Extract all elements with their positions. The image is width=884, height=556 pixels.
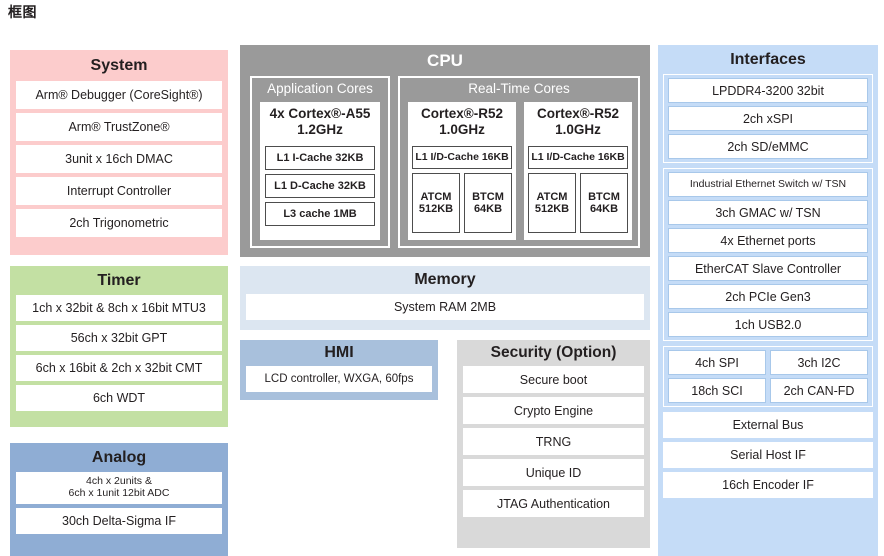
timer-item-mtu3[interactable]: 1ch x 32bit & 8ch x 16bit MTU3 <box>16 295 222 321</box>
interfaces-item-external-bus[interactable]: External Bus <box>663 412 873 438</box>
r52-2-atcm-line2: 512KB <box>534 203 570 215</box>
interfaces-item-spi[interactable]: 4ch SPI <box>668 350 766 375</box>
cpu-panel-title: CPU <box>427 51 463 70</box>
interfaces-group-network: Industrial Ethernet Switch w/ TSN 3ch GM… <box>663 168 873 341</box>
analog-adc-line2: 6ch x 1unit 12bit ADC <box>68 487 170 499</box>
memory-panel: Memory System RAM 2MB <box>240 266 650 330</box>
realtime-cores-group: Real-Time Cores Cortex®-R52 1.0GHz L1 I/… <box>398 76 640 248</box>
cortex-r52-core-box-2[interactable]: Cortex®-R52 1.0GHz L1 I/D-Cache 16KB ATC… <box>524 102 632 240</box>
timer-panel-title: Timer <box>97 272 141 289</box>
application-cores-title: Application Cores <box>267 81 373 96</box>
security-item-unique-id[interactable]: Unique ID <box>463 459 644 486</box>
system-item-trigonometric[interactable]: 2ch Trigonometric <box>16 209 222 237</box>
interfaces-serial-row-2: 18ch SCI 2ch CAN-FD <box>668 378 868 403</box>
cortex-r52-name-2: Cortex®-R52 1.0GHz <box>524 102 632 139</box>
timer-item-gpt[interactable]: 56ch x 32bit GPT <box>16 325 222 351</box>
security-item-trng[interactable]: TRNG <box>463 428 644 455</box>
r52-1-atcm-line2: 512KB <box>418 203 454 215</box>
cortex-a55-core-box[interactable]: 4x Cortex®-A55 1.2GHz L1 I-Cache 32KB L1… <box>260 102 380 240</box>
r52-1-atcm-line1: ATCM <box>420 190 452 203</box>
r52-2-btcm[interactable]: BTCM 64KB <box>580 173 628 233</box>
interfaces-panel-title: Interfaces <box>730 51 806 68</box>
system-panel-title: System <box>90 57 148 74</box>
interfaces-serial-row-1: 4ch SPI 3ch I2C <box>668 350 868 375</box>
interfaces-item-encoder-if[interactable]: 16ch Encoder IF <box>663 472 873 498</box>
r52-1-atcm[interactable]: ATCM 512KB <box>412 173 460 233</box>
interfaces-group-bus: External Bus Serial Host IF 16ch Encoder… <box>663 412 873 498</box>
interfaces-item-pcie[interactable]: 2ch PCIe Gen3 <box>668 284 868 309</box>
hmi-item-lcd-controller[interactable]: LCD controller, WXGA, 60fps <box>246 366 432 392</box>
r52-2-btcm-line2: 64KB <box>589 203 619 215</box>
cpu-panel: CPU Application Cores 4x Cortex®-A55 1.2… <box>240 45 650 257</box>
r52-2-atcm[interactable]: ATCM 512KB <box>528 173 576 233</box>
cortex-r52-name-1-line1: Cortex®-R52 <box>421 106 503 121</box>
system-panel: System Arm® Debugger (CoreSight®) Arm® T… <box>10 50 228 255</box>
a55-l1-dcache[interactable]: L1 D-Cache 32KB <box>265 174 375 198</box>
system-item-dmac[interactable]: 3unit x 16ch DMAC <box>16 145 222 173</box>
r52-1-btcm-line1: BTCM <box>472 190 504 203</box>
cortex-r52-name-1: Cortex®-R52 1.0GHz <box>408 102 516 139</box>
system-item-interrupt-controller[interactable]: Interrupt Controller <box>16 177 222 205</box>
interfaces-item-sci[interactable]: 18ch SCI <box>668 378 766 403</box>
interfaces-item-ethercat-slave-controller[interactable]: EtherCAT Slave Controller <box>668 256 868 281</box>
cortex-a55-name-line2: 1.2GHz <box>297 121 343 137</box>
analog-item-delta-sigma[interactable]: 30ch Delta-Sigma IF <box>16 508 222 534</box>
interfaces-item-xspi[interactable]: 2ch xSPI <box>668 106 868 131</box>
interfaces-item-usb[interactable]: 1ch USB2.0 <box>668 312 868 337</box>
hmi-panel-title: HMI <box>324 344 354 361</box>
interfaces-item-industrial-ethernet-switch[interactable]: Industrial Ethernet Switch w/ TSN <box>668 172 868 197</box>
r52-1-btcm[interactable]: BTCM 64KB <box>464 173 512 233</box>
interfaces-item-i2c[interactable]: 3ch I2C <box>770 350 868 375</box>
interfaces-item-serial-host-if[interactable]: Serial Host IF <box>663 442 873 468</box>
cortex-r52-core-box-1[interactable]: Cortex®-R52 1.0GHz L1 I/D-Cache 16KB ATC… <box>408 102 516 240</box>
timer-item-wdt[interactable]: 6ch WDT <box>16 385 222 411</box>
cortex-a55-name: 4x Cortex®-A55 1.2GHz <box>260 102 380 139</box>
analog-item-adc[interactable]: 4ch x 2units & 6ch x 1unit 12bit ADC <box>16 472 222 504</box>
interfaces-item-can-fd[interactable]: 2ch CAN-FD <box>770 378 868 403</box>
r52-2-atcm-line1: ATCM <box>536 190 568 203</box>
interfaces-item-gmac[interactable]: 3ch GMAC w/ TSN <box>668 200 868 225</box>
analog-panel: Analog 4ch x 2units & 6ch x 1unit 12bit … <box>10 443 228 556</box>
interfaces-group-memory: LPDDR4-3200 32bit 2ch xSPI 2ch SD/eMMC <box>663 74 873 163</box>
security-item-jtag-authentication[interactable]: JTAG Authentication <box>463 490 644 517</box>
interfaces-panel: Interfaces LPDDR4-3200 32bit 2ch xSPI 2c… <box>658 45 878 556</box>
system-item-debugger[interactable]: Arm® Debugger (CoreSight®) <box>16 81 222 109</box>
system-item-trustzone[interactable]: Arm® TrustZone® <box>16 113 222 141</box>
a55-l1-icache[interactable]: L1 I-Cache 32KB <box>265 146 375 170</box>
page-title: 框图 <box>8 4 37 20</box>
cortex-r52-name-2-line2: 1.0GHz <box>555 121 601 137</box>
cortex-r52-name-2-line1: Cortex®-R52 <box>537 106 619 121</box>
interfaces-item-lpddr4[interactable]: LPDDR4-3200 32bit <box>668 78 868 103</box>
realtime-cores-title: Real-Time Cores <box>468 81 570 96</box>
security-item-crypto-engine[interactable]: Crypto Engine <box>463 397 644 424</box>
security-panel-title: Security (Option) <box>490 344 617 361</box>
hmi-panel: HMI LCD controller, WXGA, 60fps <box>240 340 438 400</box>
interfaces-item-ethernet-ports[interactable]: 4x Ethernet ports <box>668 228 868 253</box>
analog-panel-title: Analog <box>91 449 147 466</box>
r52-1-l1-cache[interactable]: L1 I/D-Cache 16KB <box>412 146 512 169</box>
r52-2-l1-cache[interactable]: L1 I/D-Cache 16KB <box>528 146 628 169</box>
analog-adc-line1: 4ch x 2units & <box>86 475 152 488</box>
interfaces-group-serial: 4ch SPI 3ch I2C 18ch SCI 2ch CAN-FD <box>663 346 873 407</box>
cortex-a55-name-line1: 4x Cortex®-A55 <box>269 106 371 121</box>
interfaces-item-sd-emmc[interactable]: 2ch SD/eMMC <box>668 134 868 159</box>
memory-panel-title: Memory <box>414 271 476 288</box>
security-item-secure-boot[interactable]: Secure boot <box>463 366 644 393</box>
cortex-r52-name-1-line2: 1.0GHz <box>439 121 485 137</box>
r52-2-btcm-line1: BTCM <box>588 190 620 203</box>
timer-panel: Timer 1ch x 32bit & 8ch x 16bit MTU3 56c… <box>10 266 228 427</box>
application-cores-group: Application Cores 4x Cortex®-A55 1.2GHz … <box>250 76 390 248</box>
r52-1-btcm-line2: 64KB <box>473 203 503 215</box>
memory-item-system-ram[interactable]: System RAM 2MB <box>246 294 644 320</box>
timer-item-cmt[interactable]: 6ch x 16bit & 2ch x 32bit CMT <box>16 355 222 381</box>
a55-l3-cache[interactable]: L3 cache 1MB <box>265 202 375 226</box>
security-panel: Security (Option) Secure boot Crypto Eng… <box>457 340 650 548</box>
